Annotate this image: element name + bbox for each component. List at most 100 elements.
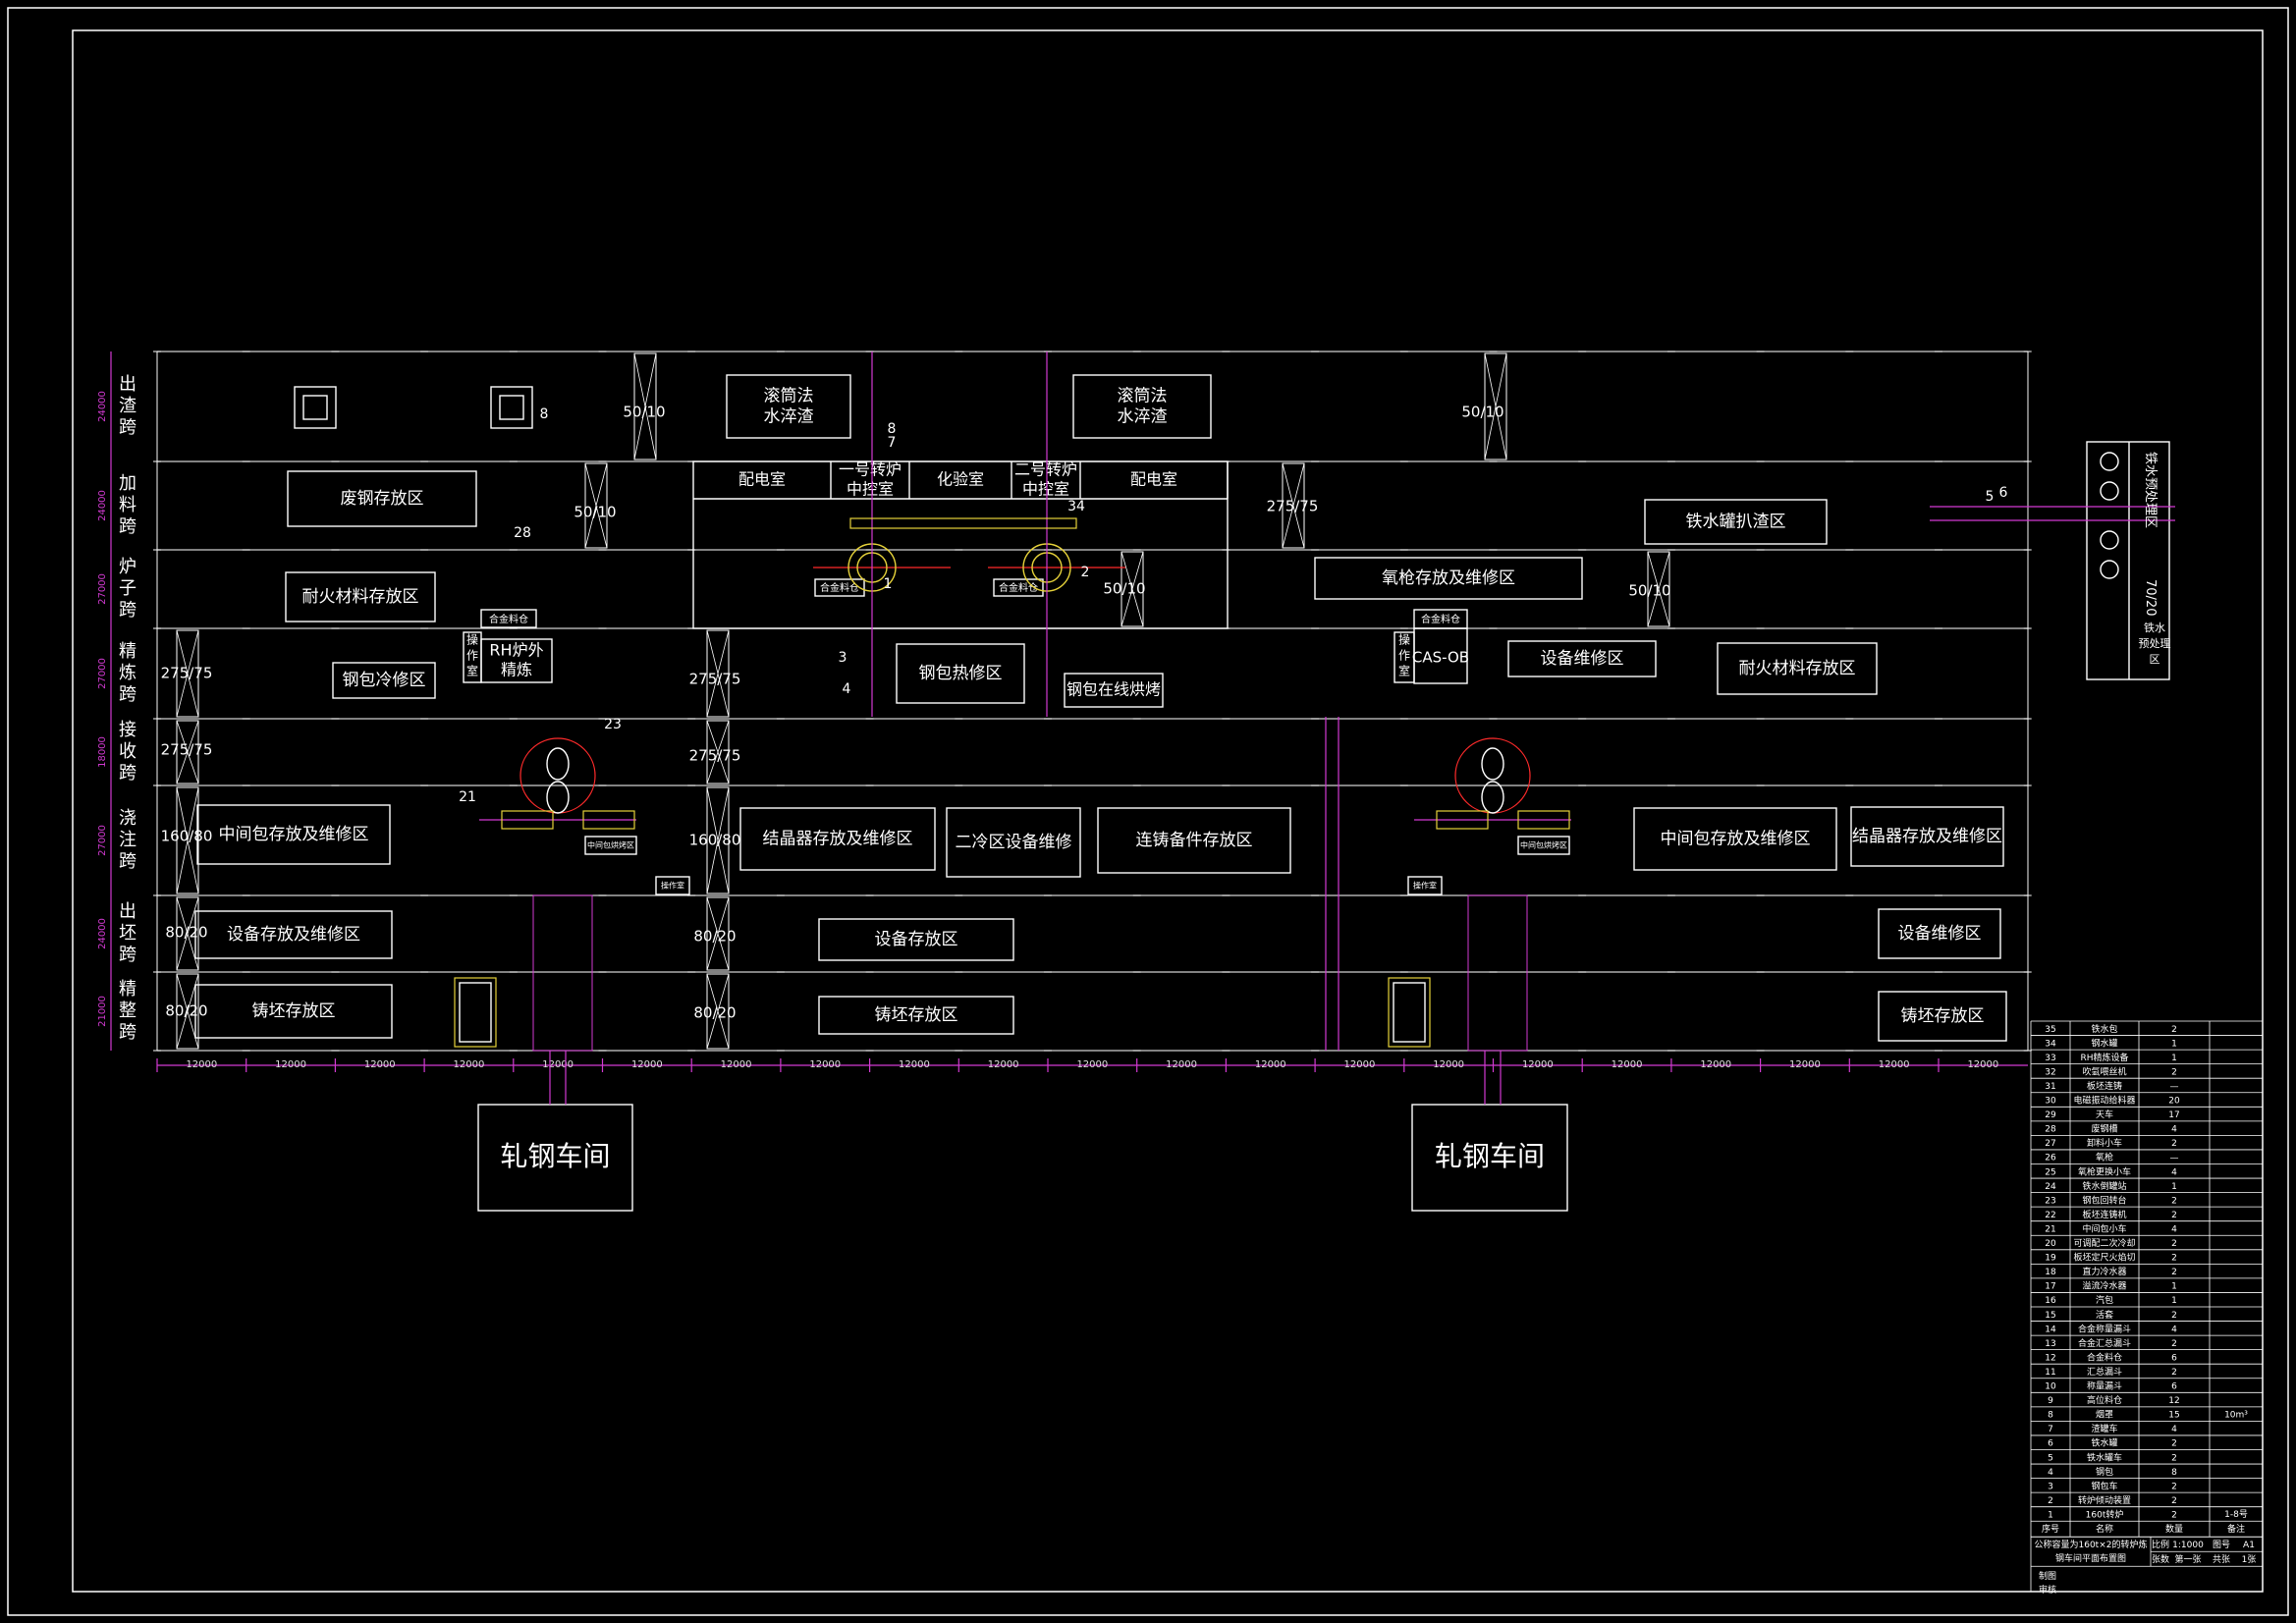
table-cell: 合金汇总漏斗 (2078, 1337, 2131, 1349)
area-equip-repair-1 (1507, 640, 1657, 677)
ladle (546, 781, 570, 814)
span-name: 跨 (119, 851, 137, 872)
span-name: 跨 (119, 684, 137, 705)
crane-frame (633, 352, 657, 460)
table-cell: 4 (2171, 1125, 2177, 1135)
span-name: 浇 (119, 808, 137, 829)
table-cell: 15 (2168, 1411, 2179, 1421)
crane-capacity: 275/75 (161, 741, 213, 759)
table-cell: 可调配二次冷却 (2073, 1237, 2135, 1249)
area-equip-repair-2 (1878, 908, 2001, 959)
pretreatment-pot (2100, 452, 2119, 471)
table-cell: 1 (2171, 1282, 2177, 1292)
table-cell: 20 (2045, 1239, 2056, 1249)
tundish-car (1517, 836, 1570, 855)
billet-pit-inner (1393, 982, 1426, 1043)
span-dimension: 24000 (97, 918, 108, 949)
table-cell: 4 (2171, 1224, 2177, 1234)
title-field: A1 (2243, 1541, 2255, 1550)
column-spacing: 12000 (1522, 1059, 1554, 1070)
title-field: 1张 (2242, 1554, 2257, 1565)
span-name: 坯 (119, 923, 137, 944)
area-equip-store-2 (818, 918, 1014, 961)
span-name: 料 (119, 495, 137, 515)
table-cell: 1 (2171, 1039, 2177, 1049)
span-dimension: 27000 (97, 825, 108, 856)
column-spacing: 12000 (1612, 1059, 1643, 1070)
table-cell: 23 (2045, 1196, 2055, 1206)
area-label: 操作室 (661, 881, 684, 891)
table-cell: 合金称量漏斗 (2078, 1323, 2131, 1334)
area-label: 设备存放区 (875, 930, 958, 949)
callout-number: 4 (843, 681, 851, 697)
billet-pit (1388, 977, 1431, 1048)
tundish (1436, 810, 1489, 830)
table-cell: 汽包 (2096, 1294, 2113, 1306)
caster-strand (1467, 894, 1528, 1052)
table-cell: 2 (2171, 1239, 2177, 1249)
title-field: 第一张 (2174, 1553, 2201, 1565)
area-label: 作 (1398, 649, 1410, 663)
span-name: 跨 (119, 417, 137, 438)
area-label: 滚筒法 (1118, 387, 1168, 406)
table-cell: 13 (2045, 1339, 2055, 1349)
ladle (1481, 747, 1504, 781)
crane-capacity: 50/10 (574, 504, 616, 521)
central-block (692, 460, 1229, 629)
span-name: 精 (119, 979, 137, 1000)
table-cell: 中间包小车 (2082, 1222, 2126, 1234)
crane-capacity: 275/75 (161, 665, 213, 682)
crane-capacity: 80/20 (165, 924, 207, 942)
crane-frame (1121, 551, 1144, 627)
ladle (1481, 781, 1504, 814)
area-label: 中间包存放及维修区 (219, 825, 369, 844)
table-cell: 32 (2045, 1067, 2055, 1077)
table-header: 序号 (2042, 1523, 2059, 1535)
table-cell: 合金料仓 (2087, 1351, 2122, 1363)
column-spacing: 12000 (364, 1059, 396, 1070)
span-name: 子 (119, 578, 137, 599)
table-cell: 2 (2171, 1268, 2177, 1277)
table-cell: 24 (2045, 1182, 2056, 1192)
room-label: 中控室 (847, 480, 894, 499)
title-field: 张数 (2152, 1553, 2169, 1565)
crane-cross (706, 896, 730, 971)
callout-number: 34 (1067, 499, 1085, 514)
table-cell: 35 (2045, 1025, 2055, 1035)
area-label: 设备维修区 (1541, 649, 1624, 669)
area-billet-1 (194, 984, 393, 1039)
callout-number: 8 (540, 406, 549, 422)
area-label: 水淬渣 (764, 407, 814, 427)
table-note: 10m³ (2224, 1410, 2248, 1420)
area-label: 中间包烘烤区 (587, 840, 634, 850)
crane-capacity: 275/75 (1267, 498, 1319, 515)
title-text: 钢车间平面布置图 (2055, 1552, 2126, 1564)
table-cell: 氧枪 (2096, 1152, 2113, 1163)
panel-label: 区 (2150, 653, 2160, 666)
area-label: 合金料仓 (820, 581, 859, 594)
area-ladle-hot (896, 643, 1025, 704)
span-name: 跨 (119, 600, 137, 621)
column-spacing: 12000 (1166, 1059, 1197, 1070)
title-field: 1:1000 (2172, 1541, 2204, 1550)
table-cell: 12 (2168, 1396, 2179, 1406)
table-cell: 29 (2045, 1110, 2056, 1120)
table-cell: 27 (2045, 1139, 2055, 1149)
area-label: 废钢存放区 (341, 489, 424, 509)
area-gun-slag-1 (726, 374, 851, 439)
crane-frame (584, 462, 608, 549)
table-note: 1-8号 (2224, 1509, 2248, 1520)
area-label: 耐火材料存放区 (302, 587, 419, 607)
table-cell: 电磁振动给料器 (2073, 1095, 2135, 1107)
table-cell: 21 (2045, 1224, 2055, 1234)
table-cell: 17 (2045, 1282, 2055, 1292)
area-caster-spare (1097, 807, 1291, 874)
table-cell: 16 (2045, 1296, 2056, 1306)
table-cell: 20 (2168, 1097, 2180, 1107)
crane-cross (176, 720, 199, 784)
table-cell: 铁水倒罐站 (2082, 1180, 2126, 1192)
op-room-box (1394, 631, 1415, 683)
span-dimension: 21000 (97, 996, 108, 1027)
table-cell: 1 (2171, 1182, 2177, 1192)
tundish (501, 810, 554, 830)
